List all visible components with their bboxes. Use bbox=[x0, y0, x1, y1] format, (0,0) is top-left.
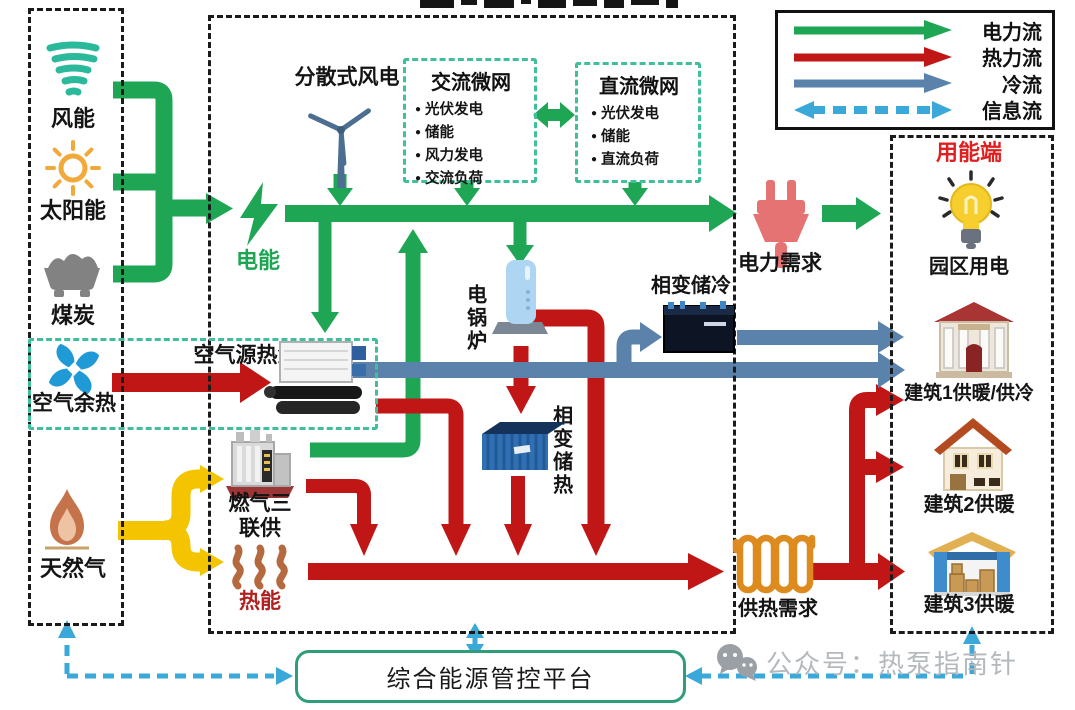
dc-microgrid-item: 直流负荷 bbox=[591, 148, 691, 169]
heat-bus-line bbox=[308, 563, 688, 580]
legend-row-heat: 热力流 bbox=[790, 44, 1042, 70]
consumers-title: 用能端 bbox=[935, 140, 1002, 165]
house-icon bbox=[930, 414, 1016, 494]
power-demand-label: 电力需求 bbox=[738, 252, 822, 275]
building1-label: 建筑1供暖/供冷 bbox=[904, 383, 1034, 404]
legend-info-label: 信息流 bbox=[982, 101, 1042, 124]
cold-flow-arrow-icon bbox=[794, 73, 952, 94]
fan-icon bbox=[46, 341, 102, 397]
ac-microgrid-item: 光伏发电 bbox=[415, 98, 527, 119]
source-air-waste-heat-label: 空气余热 bbox=[32, 392, 116, 415]
legend-cold-label: 冷流 bbox=[1002, 74, 1042, 97]
electric-boiler-label: 电锅炉 bbox=[463, 283, 486, 353]
park-power-label: 园区用电 bbox=[929, 256, 1009, 278]
gas-trigeneration-label: 燃气三联供 bbox=[228, 492, 292, 540]
clipped-title-fragments bbox=[420, 0, 710, 10]
cold-bus-line bbox=[352, 362, 878, 378]
legend-heat-label: 热力流 bbox=[982, 48, 1042, 71]
legend-row-power: 电力流 bbox=[790, 17, 1042, 44]
platform-label: 综合能源管控平台 bbox=[386, 666, 595, 693]
gas-trigeneration-plant-icon bbox=[220, 428, 300, 500]
building3-label: 建筑3供暖 bbox=[923, 594, 1015, 616]
ac-microgrid-item: 储能 bbox=[415, 121, 527, 142]
flame-icon bbox=[40, 486, 94, 552]
dc-microgrid-box: 直流微网 光伏发电 储能 直流负荷 bbox=[575, 62, 701, 183]
microgrid-exchange-arrow bbox=[533, 102, 575, 128]
energy-sources-box bbox=[28, 8, 124, 626]
tornado-icon bbox=[42, 40, 104, 102]
heat-waves-icon bbox=[228, 544, 294, 590]
legend-row-cold: 冷流 bbox=[790, 70, 1042, 97]
pcm-heat-storage-icon bbox=[474, 418, 568, 476]
source-wind-label: 风能 bbox=[50, 106, 95, 131]
watermark: 公众号：热泵指南针 bbox=[714, 642, 1018, 682]
dc-microgrid-item: 储能 bbox=[591, 125, 691, 146]
energy-management-platform: 综合能源管控平台 bbox=[295, 650, 686, 703]
heat-energy-label: 热能 bbox=[239, 590, 281, 613]
legend-row-info: 信息流 bbox=[790, 97, 1042, 123]
electric-boiler-icon bbox=[492, 256, 548, 342]
air-source-heat-pump-label: 空气源热泵 bbox=[193, 344, 299, 367]
power-bus-line bbox=[285, 205, 709, 222]
heat-pump-unit-icon bbox=[262, 338, 374, 424]
distributed-wind-label: 分散式风电 bbox=[294, 66, 400, 89]
light-bulb-icon bbox=[936, 170, 1006, 254]
pcm-cold-storage-label: 相变储冷 bbox=[651, 275, 731, 297]
dc-microgrid-title: 直流微网 bbox=[599, 76, 679, 98]
coal-cart-icon bbox=[40, 246, 104, 300]
ac-microgrid-item: 风力发电 bbox=[415, 144, 527, 165]
heat-demand-label: 供热需求 bbox=[738, 598, 818, 620]
wind-turbine-icon bbox=[296, 90, 386, 190]
heat-flow-arrow-icon bbox=[794, 46, 952, 67]
ac-microgrid-box: 交流微网 光伏发电 储能 风力发电 交流负荷 bbox=[403, 58, 537, 187]
legend: 电力流 热力流 冷流 信息流 bbox=[775, 10, 1055, 130]
source-natural-gas-label: 天然气 bbox=[39, 556, 106, 581]
source-solar-label: 太阳能 bbox=[39, 198, 106, 223]
radiator-icon bbox=[732, 530, 816, 598]
power-flow-arrow-icon bbox=[794, 20, 952, 41]
heat-pump-box bbox=[28, 338, 378, 430]
source-coal-label: 煤炭 bbox=[50, 303, 95, 328]
source-merge-arrowhead bbox=[206, 193, 233, 224]
info-flow-arrow-icon bbox=[794, 100, 952, 119]
electric-energy-label: 电能 bbox=[235, 248, 280, 273]
public-building-icon bbox=[932, 298, 1016, 380]
ac-microgrid-title: 交流微网 bbox=[431, 72, 511, 94]
warehouse-icon bbox=[926, 526, 1018, 600]
power-flow-lines bbox=[113, 81, 881, 458]
wechat-icon bbox=[714, 642, 760, 682]
legend-power-label: 电力流 bbox=[982, 21, 1042, 44]
sun-icon bbox=[45, 140, 101, 196]
gas-flow-lines bbox=[118, 465, 224, 576]
dc-microgrid-item: 光伏发电 bbox=[591, 102, 691, 123]
ac-microgrid-item: 交流负荷 bbox=[415, 167, 527, 188]
building2-label: 建筑2供暖 bbox=[923, 494, 1015, 516]
watermark-text: 公众号：热泵指南针 bbox=[766, 648, 1019, 679]
pcm-cold-storage-icon bbox=[660, 298, 738, 356]
lightning-bolt-icon bbox=[234, 180, 284, 248]
consumers-box bbox=[890, 135, 1054, 634]
power-plug-icon bbox=[744, 178, 818, 270]
